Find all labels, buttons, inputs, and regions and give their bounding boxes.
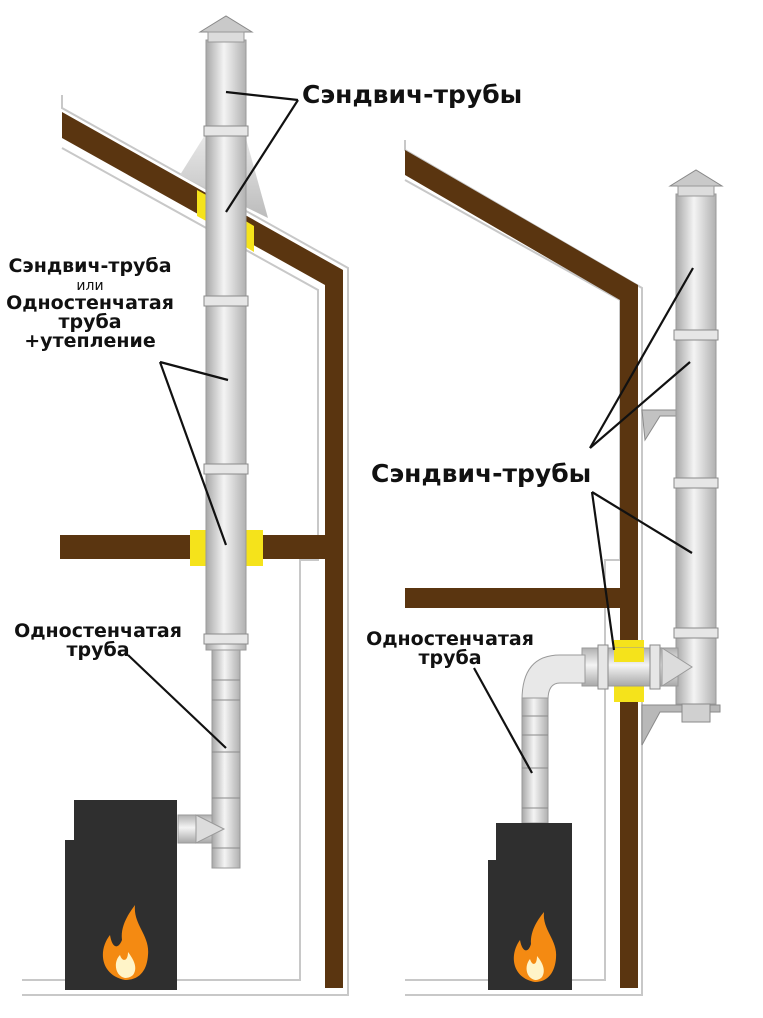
left-stove-body [65,800,177,990]
left-wall-outline [22,95,349,996]
labels: Сэндвич-трубы Сэндвич-труба или Одностен… [6,80,591,669]
left-stove-flame-inner [115,952,136,978]
right-clamp-1 [673,329,719,341]
label-sandwich-or-line4: труба [58,311,121,333]
label-sandwich-or-line3: Одностенчатая [6,292,174,314]
label-single-left-line2: труба [66,639,129,661]
left-stove-flame [102,905,149,980]
right-clamp-3 [673,627,719,639]
right-horizontal-clamp-2 [649,644,661,690]
label-single-right-line2: труба [418,647,481,669]
right-tee-nose [661,647,693,687]
left-clamp-2 [203,295,249,307]
label-sandwich-top: Сэндвич-трубы [302,80,522,109]
right-wall-bracket [641,409,679,442]
left-single-pipe [211,649,241,869]
right-sandwich-pipe [675,193,717,705]
left-roof-insulation [197,190,208,222]
right-stove [488,823,572,990]
label-sandwich-or-line2: или [76,278,103,294]
label-sandwich-or-line5: +утепление [24,330,155,352]
left-cap-ring [207,31,245,43]
left-chimney-cap [198,15,254,33]
left-sandwich-pipe [205,39,247,651]
right-single-elbow [521,654,586,701]
left-clamp-3 [203,463,249,475]
right-pipe-bottom [681,703,711,723]
label-sandwich-or-line1: Сэндвич-труба [8,255,171,277]
right-stove-flame [513,912,557,982]
leader-lines [127,90,694,774]
left-house [22,15,349,996]
right-clamp-2 [673,477,719,489]
right-ceiling-beam [405,588,630,608]
left-inner-outline [22,147,319,981]
right-cap-ring [677,185,715,197]
left-ceiling-insulation [190,530,210,566]
right-wall-outline [404,140,643,996]
label-single-right-line1: Одностенчатая [366,628,534,650]
left-clamp-1 [203,125,249,137]
label-sandwich-right: Сэндвич-трубы [371,459,591,488]
left-clamp-4 [203,633,249,645]
right-stove-flame-inner [526,956,544,980]
right-wall-insulation-front [614,648,644,662]
right-house [404,140,724,996]
left-stove [65,800,177,990]
label-single-left-line1: Одностенчатая [14,620,182,642]
right-chimney-cap [668,169,724,187]
left-ceiling-insulation-2 [243,530,263,566]
right-horizontal-clamp-1 [597,644,609,690]
